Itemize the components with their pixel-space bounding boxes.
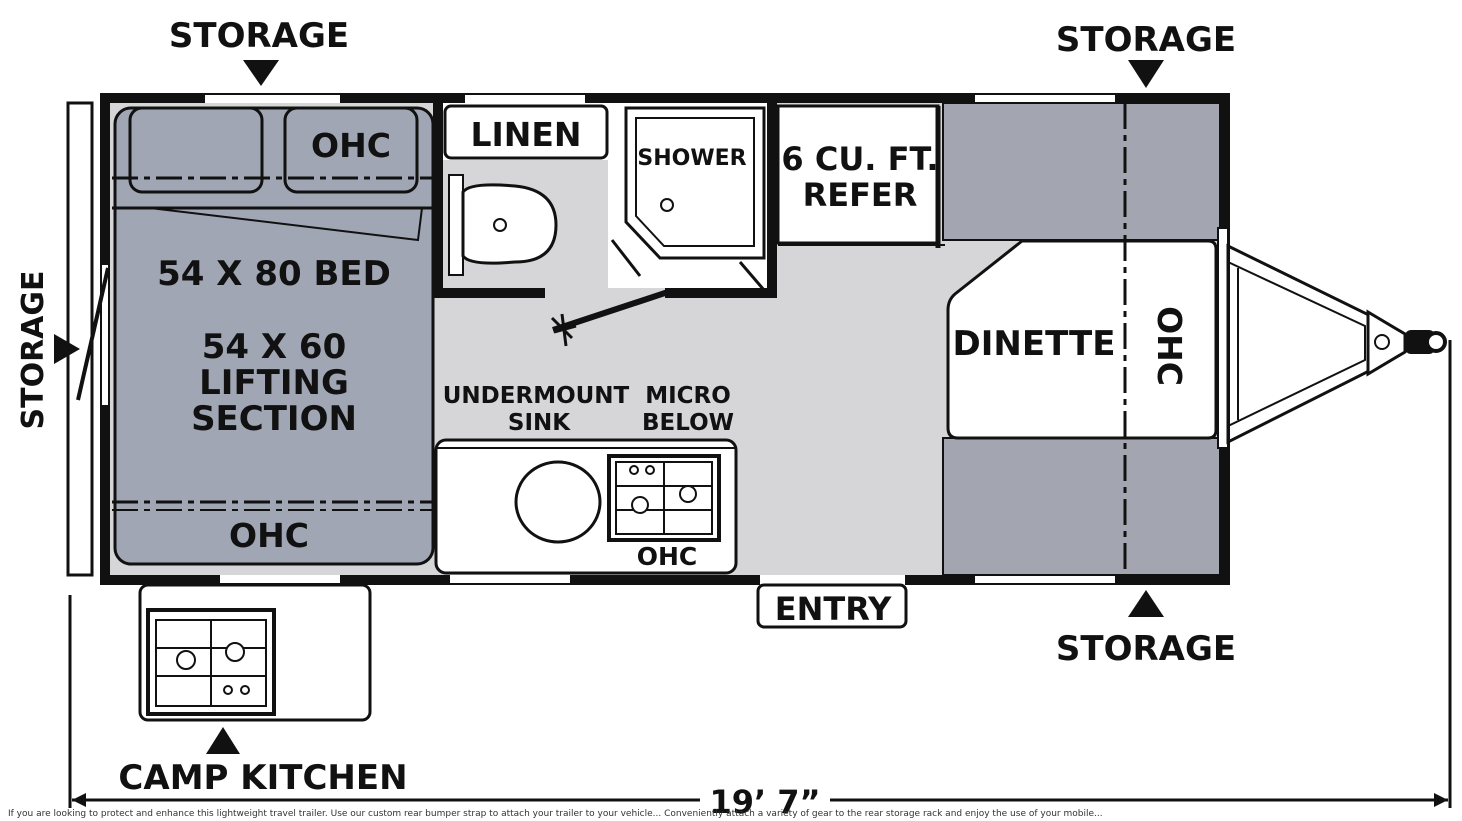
rear-storage-rack [66,101,94,577]
label-shower: SHOWER [637,146,746,171]
burner-icon-3 [629,465,639,475]
label-lifting-line2: LIFTING [199,363,349,403]
dinette-table [946,239,1218,440]
label-refer-line2: REFER [803,176,918,214]
dinette-seat-top [942,102,1221,241]
shower-inner [635,117,755,247]
label-storage-bottom-right: STORAGE [1056,629,1236,669]
bath-wall-left [433,103,443,298]
entry-step [756,583,908,629]
label-ohc-bed-bottom: OHC [229,516,309,555]
shower-corner-line [738,261,766,291]
camp-knob-icon-1 [223,685,233,695]
dimension-arrow-left-icon [72,793,86,807]
toilet-bowl [461,183,558,265]
window-top-2 [465,95,585,103]
shower-door-line [610,239,642,277]
label-sink-line1: UNDERMOUNT [443,383,630,409]
camp-kitchen-arrow-icon [206,727,240,754]
entry-door-gap [760,575,905,585]
bath-wall-bottom-right [665,288,777,298]
label-ohc-bed-top: OHC [311,126,391,165]
jack-icon [1374,334,1390,350]
window-top-1 [205,95,340,103]
window-bottom-1 [220,575,340,583]
label-storage-top-right: STORAGE [1056,20,1236,60]
label-ohc-front: OHC [1150,306,1189,386]
window-top-3 [975,95,1115,103]
label-camp-kitchen: CAMP KITCHEN [118,758,407,798]
storage-arrow-bottom-right-icon [1128,590,1164,617]
door-handle-icon [550,313,577,347]
camp-burner-icon-2 [225,642,245,662]
storage-arrow-left-icon [54,334,80,364]
label-micro-line1: MICRO [645,383,731,409]
label-lifting-line3: SECTION [191,399,357,439]
shower-drain [660,198,674,212]
toilet-tank [448,174,464,276]
bed-fold-flap [149,207,423,242]
tongue-frame-inner [1227,260,1366,428]
label-micro-line2: BELOW [642,410,734,436]
label-storage-left: STORAGE [16,270,51,429]
rear-hatch-line [76,267,110,401]
bed-ohc-left [128,106,264,194]
dimension-arrow-right-icon [1434,793,1448,807]
rear-window [102,265,108,405]
coupler-ball-icon [1425,331,1447,353]
burner-icon-4 [645,465,655,475]
label-bed: 54 X 80 BED [157,254,391,294]
disclaimer-text: If you are looking to protect and enhanc… [8,809,1103,819]
burner-icon-2 [679,485,697,503]
dinette-seat-bottom [942,437,1221,576]
label-lifting-line1: 54 X 60 [202,327,347,367]
window-bottom-2 [450,575,570,583]
bath-door [552,289,669,333]
storage-arrow-top-right-icon [1128,60,1164,88]
burner-icon-1 [631,496,649,514]
bath-wall-bottom-left [433,288,545,298]
tongue-frame [1226,243,1377,445]
label-length: 19’ 7” [709,783,820,821]
label-linen: LINEN [470,115,581,154]
storage-arrow-top-left-icon [243,60,279,86]
camp-knob-icon-2 [240,685,250,695]
label-storage-top-left: STORAGE [169,16,349,56]
label-refer-line1: 6 CU. FT. [781,140,938,178]
sink-bowl-icon [514,460,602,544]
toilet-drain [493,218,507,232]
camp-burner-icon-1 [176,650,196,670]
bed [113,106,435,566]
linen-cabinet [443,104,609,160]
label-sink-line2: SINK [508,410,571,436]
bath-wall-right [767,103,777,298]
label-entry: ENTRY [775,590,892,628]
label-dinette: DINETTE [953,324,1116,364]
bed-ohc-right [283,106,419,194]
label-ohc-kitchen: OHC [637,542,698,571]
window-bottom-3 [975,575,1115,583]
